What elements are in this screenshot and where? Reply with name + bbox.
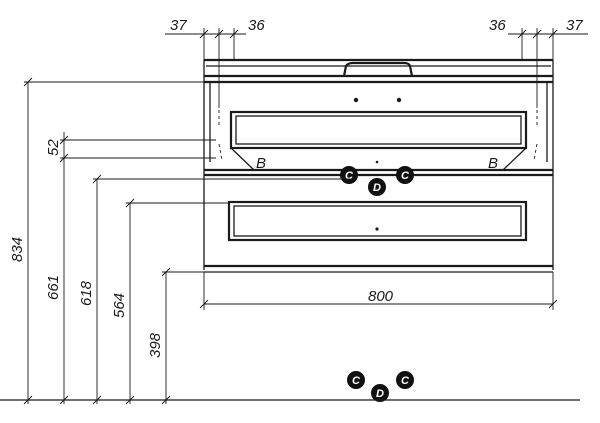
dim-height-52: 52 <box>45 139 62 156</box>
svg-text:C: C <box>401 170 410 182</box>
dim-top-left-inner: 36 <box>248 17 265 34</box>
dim-height-398: 398 <box>147 332 164 358</box>
dim-height-661: 661 <box>45 275 62 300</box>
dim-height-834: 834 <box>9 237 26 262</box>
top-dimensions <box>165 28 588 108</box>
marker-c-upper-left: C <box>340 166 358 184</box>
markers-lower: C D C <box>347 371 414 402</box>
markers-upper: C D C <box>340 166 414 196</box>
dim-top-left-outer: 37 <box>170 17 187 34</box>
dim-top-right-outer: 37 <box>566 17 583 34</box>
dim-top-right-inner: 36 <box>489 17 506 34</box>
bracket-left <box>218 110 270 171</box>
svg-text:C: C <box>401 375 410 387</box>
marker-c-upper-right: C <box>396 166 414 184</box>
width-dimension <box>199 272 558 310</box>
bracket-right-label: B <box>488 155 498 172</box>
svg-text:C: C <box>345 170 354 182</box>
dim-height-564: 564 <box>111 293 128 318</box>
marker-d-upper: D <box>368 178 386 196</box>
svg-text:D: D <box>373 182 381 194</box>
dim-height-618: 618 <box>78 280 95 306</box>
marker-d-lower: D <box>371 384 389 402</box>
marker-c-lower-left: C <box>347 371 365 389</box>
screw-hole-right <box>396 97 402 103</box>
upper-frame-panel <box>229 110 528 150</box>
bracket-right <box>486 110 538 171</box>
marker-c-lower-right: C <box>396 371 414 389</box>
bracket-left-label: B <box>256 155 266 172</box>
lower-drawer-panel <box>227 200 528 242</box>
svg-text:D: D <box>376 388 384 400</box>
screw-hole-left <box>353 97 359 103</box>
drawer-handle-dot <box>375 227 379 231</box>
svg-text:C: C <box>352 375 361 387</box>
vertical-dimensions <box>23 77 350 405</box>
dim-width-total: 800 <box>368 288 394 305</box>
center-dot-upper <box>375 160 379 164</box>
